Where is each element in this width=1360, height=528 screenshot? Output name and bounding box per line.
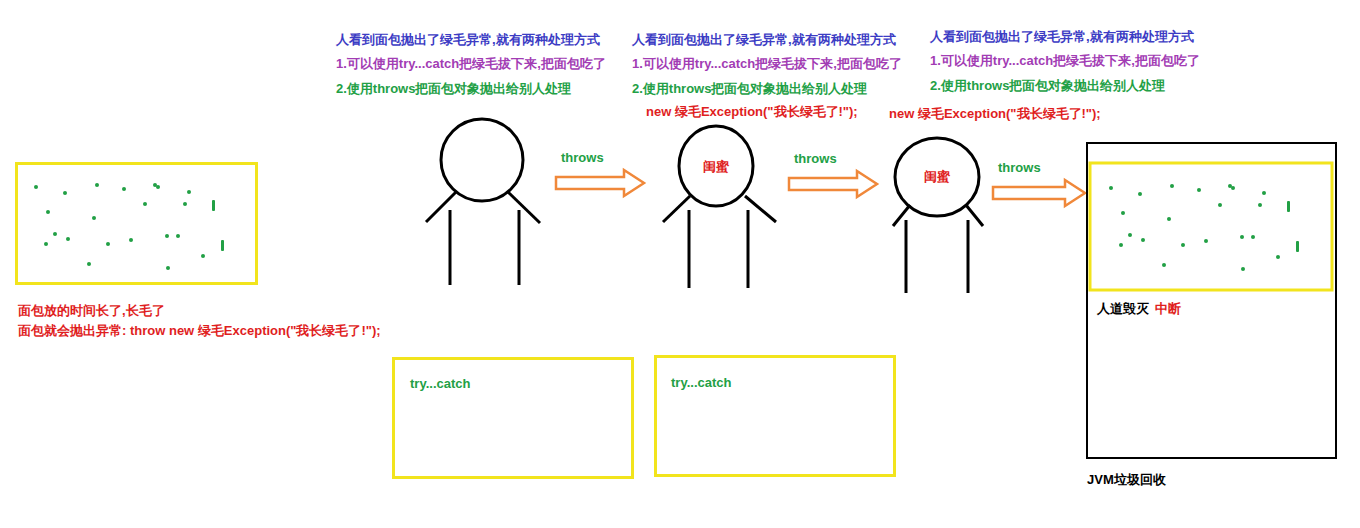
mold-dot (1167, 217, 1171, 221)
figure-leg (905, 220, 908, 293)
figure-head (441, 119, 523, 201)
node-text: 人看到面包抛出了绿毛异常,就有两种处理方式 (336, 32, 600, 48)
stick-figure (893, 138, 983, 293)
mold-dot (87, 262, 91, 266)
node-text: 中断 (1155, 301, 1181, 317)
mold-dot (53, 232, 57, 236)
figure-leg (688, 210, 691, 288)
node-text: 人看到面包抛出了绿毛异常,就有两种处理方式 (632, 32, 896, 48)
mold-dot (1128, 233, 1132, 237)
mold-dot (1138, 192, 1142, 196)
bread-box: 面包放的时间长了,长毛了面包就会抛出异常: throw new 绿毛Except… (15, 162, 258, 285)
node-text: new 绿毛Exception("我长绿毛了!"); (646, 104, 858, 120)
node-text: try...catch (671, 375, 731, 391)
mold-dot (183, 202, 187, 206)
throws-arrow (993, 180, 1085, 206)
node-text: 闺蜜 (924, 169, 950, 185)
person-figure: 人看到面包抛出了绿毛异常,就有两种处理方式1.可以使用try...catch把绿… (878, 136, 992, 294)
figure-arm (745, 196, 776, 222)
mold-dot (1218, 203, 1222, 207)
mold-dot (129, 238, 133, 242)
node-text: 2.使用throws把面包对象抛出给别人处理 (336, 81, 571, 97)
mold-dot (212, 200, 215, 211)
mold-dot (1276, 255, 1280, 259)
node-text: 1.可以使用try...catch把绿毛拔下来,把面包吃了 (632, 56, 902, 72)
person-figure: 人看到面包抛出了绿毛异常,就有两种处理方式1.可以使用try...catch把绿… (422, 118, 555, 286)
mold-dot (221, 240, 224, 251)
mold-dot (1119, 243, 1123, 247)
figure-leg (967, 220, 970, 293)
node-text: 2.使用throws把面包对象抛出给别人处理 (632, 81, 867, 97)
mold-dot (1251, 235, 1255, 239)
jvm-box: 人道毁灭中断JVM垃圾回收 (1086, 142, 1337, 459)
person-figure: 人看到面包抛出了绿毛异常,就有两种处理方式1.可以使用try...catch把绿… (645, 126, 788, 288)
mold-dot (1262, 191, 1266, 195)
edge-label: throws (996, 160, 1043, 176)
node-text: 人看到面包抛出了绿毛异常,就有两种处理方式 (930, 29, 1194, 45)
mold-dot (1241, 267, 1245, 271)
mold-dot (1181, 243, 1185, 247)
edge-label: throws (792, 151, 839, 167)
try-catch-box: try...catch (392, 357, 634, 479)
node-text: 2.使用throws把面包对象抛出给别人处理 (930, 78, 1165, 94)
node-text: 面包放的时间长了,长毛了 (18, 303, 165, 319)
figure-arm (663, 196, 690, 222)
mold-dot (176, 234, 180, 238)
mold-dot (63, 191, 67, 195)
mold-dot (1170, 184, 1174, 188)
figure-head (895, 138, 979, 216)
bread-image (1090, 163, 1332, 290)
mold-dot (1121, 211, 1125, 215)
mold-dot (1296, 241, 1299, 252)
mold-dot (1109, 186, 1113, 190)
mold-dot (156, 185, 160, 189)
figure-leg (449, 210, 452, 285)
mold-dot (95, 183, 99, 187)
mold-dot (34, 185, 38, 189)
node-text: try...catch (410, 376, 470, 392)
figure-arm (508, 192, 540, 223)
node-text: JVM垃圾回收 (1087, 472, 1166, 488)
stick-figure (426, 119, 540, 285)
mold-dot (165, 234, 169, 238)
mold-dot (1258, 203, 1262, 207)
mold-dot (46, 210, 50, 214)
mold-dot (106, 242, 110, 246)
mold-dot (1197, 188, 1201, 192)
figure-head (679, 126, 753, 206)
node-text: 面包就会抛出异常: throw new 绿毛Exception("我长绿毛了!"… (18, 323, 381, 339)
mold-dot (166, 266, 170, 270)
node-text: 闺蜜 (703, 159, 729, 175)
edge-label: throws (559, 150, 606, 166)
mold-dot (1141, 238, 1145, 242)
try-catch-box: try...catch (654, 355, 896, 477)
mold-dot (187, 190, 191, 194)
figure-leg (518, 210, 521, 285)
node-text: 1.可以使用try...catch把绿毛拔下来,把面包吃了 (930, 53, 1200, 69)
mold-dot (201, 254, 205, 258)
mold-dot (1231, 186, 1235, 190)
mold-dot (66, 237, 70, 241)
throws-arrow (556, 170, 644, 196)
mold-dot (1287, 201, 1290, 212)
mold-dot (1240, 235, 1244, 239)
mold-dot (92, 216, 96, 220)
mold-dot (122, 187, 126, 191)
figure-leg (747, 210, 750, 288)
node-text: 人道毁灭 (1097, 301, 1149, 317)
mold-dot (1204, 239, 1208, 243)
mold-dot (44, 242, 48, 246)
stick-figure (663, 126, 776, 288)
mold-dot (1162, 263, 1166, 267)
node-text: new 绿毛Exception("我长绿毛了!"); (889, 106, 1101, 122)
mold-dots (34, 183, 1299, 271)
mold-dot (143, 202, 147, 206)
throws-arrow (789, 171, 877, 197)
node-text: 1.可以使用try...catch把绿毛拔下来,把面包吃了 (336, 56, 606, 72)
